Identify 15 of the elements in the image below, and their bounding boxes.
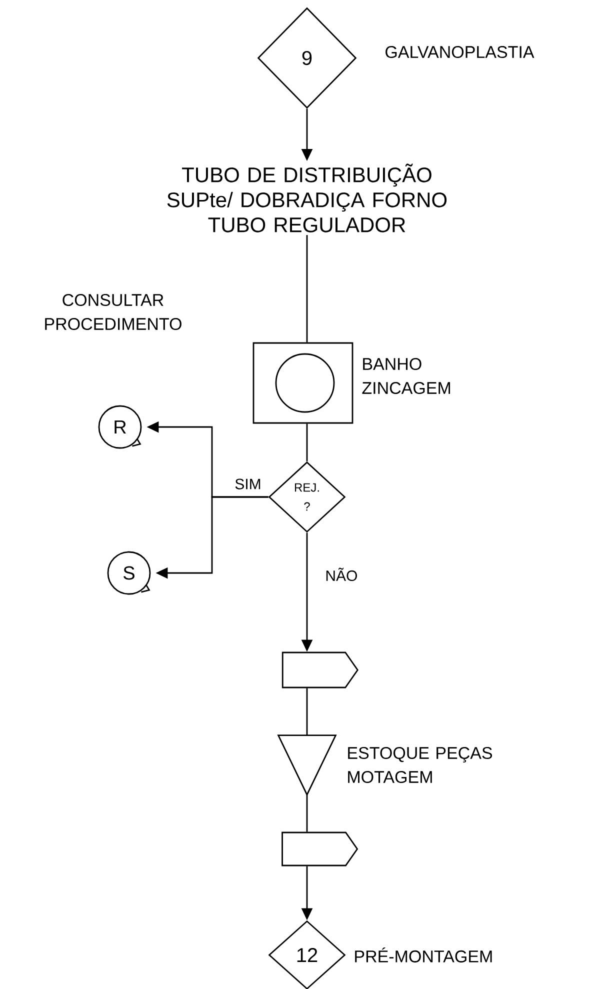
step-label: GALVANOPLASTIA [386, 46, 534, 58]
note-label: CONSULTAR PROCEDIMENTO [45, 294, 182, 330]
edge-label: NÃO [326, 568, 357, 582]
process-text: TUBO DE DISTRIBUIÇÃO SUPte/ DOBRADIÇA FORNO TUBO REGULADOR [167, 164, 447, 232]
flow-line [306, 688, 308, 736]
operation-box [252, 342, 354, 424]
step-label: PRÉ-MONTAGEM [355, 948, 492, 962]
transport-tag [282, 652, 358, 688]
flow-line [306, 424, 308, 462]
step-label: ESTOQUE PEÇAS MOTAGEM [348, 746, 492, 784]
flow-line [306, 235, 308, 342]
transport-tag [282, 832, 358, 866]
flow-line [306, 794, 308, 832]
step-label: BANHO ZINCAGEM [362, 358, 450, 394]
edge-label: SIM [235, 478, 260, 490]
